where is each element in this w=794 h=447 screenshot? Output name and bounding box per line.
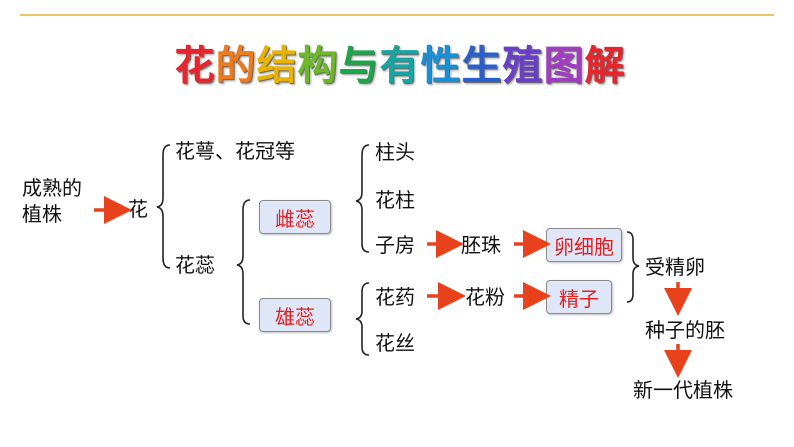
title-char: 构 bbox=[297, 43, 339, 89]
title-char: 花 bbox=[174, 43, 216, 89]
title-char: 与 bbox=[338, 43, 380, 89]
bracket-flower bbox=[156, 144, 171, 269]
bracket-pistil-stamen bbox=[236, 199, 251, 325]
title-char: 有 bbox=[379, 43, 421, 89]
pistil-stamen-label: 花蕊 bbox=[175, 253, 215, 277]
new-plant-label: 新一代植株 bbox=[633, 378, 733, 402]
sperm-box: 精子 bbox=[546, 280, 612, 314]
stigma-label: 柱头 bbox=[375, 140, 415, 164]
title-char: 解 bbox=[584, 43, 626, 89]
title-char: 图 bbox=[543, 43, 585, 89]
bracket-fertilization bbox=[626, 231, 640, 303]
style-label: 花柱 bbox=[375, 188, 415, 212]
diagram-title: 花的结构与有性生殖图解 bbox=[175, 34, 625, 90]
sepal-petal-label: 花萼、花冠等 bbox=[175, 139, 295, 163]
title-char: 结 bbox=[256, 43, 298, 89]
embryo-label: 种子的胚 bbox=[645, 318, 725, 342]
stamen-box: 雄蕊 bbox=[259, 298, 331, 332]
title-char: 的 bbox=[215, 43, 257, 89]
pollen-label: 花粉 bbox=[465, 285, 505, 309]
top-rule bbox=[20, 14, 774, 16]
title-char: 生 bbox=[461, 43, 503, 89]
title-char: 殖 bbox=[502, 43, 544, 89]
title-char: 性 bbox=[420, 43, 462, 89]
pistil-box: 雌蕊 bbox=[259, 200, 331, 234]
ovary-label: 子房 bbox=[375, 233, 415, 257]
anther-label: 花药 bbox=[375, 285, 415, 309]
zygote-label: 受精卵 bbox=[645, 255, 705, 279]
filament-label: 花丝 bbox=[375, 331, 415, 355]
mature-plant-line2: 植株 bbox=[22, 202, 62, 226]
egg-cell-box: 卵细胞 bbox=[546, 228, 622, 262]
bracket-stamen bbox=[355, 282, 370, 356]
bracket-pistil bbox=[355, 144, 370, 253]
mature-plant-line1: 成熟的 bbox=[22, 176, 82, 200]
flower-label: 花 bbox=[128, 197, 148, 221]
ovule-label: 胚珠 bbox=[461, 233, 501, 257]
